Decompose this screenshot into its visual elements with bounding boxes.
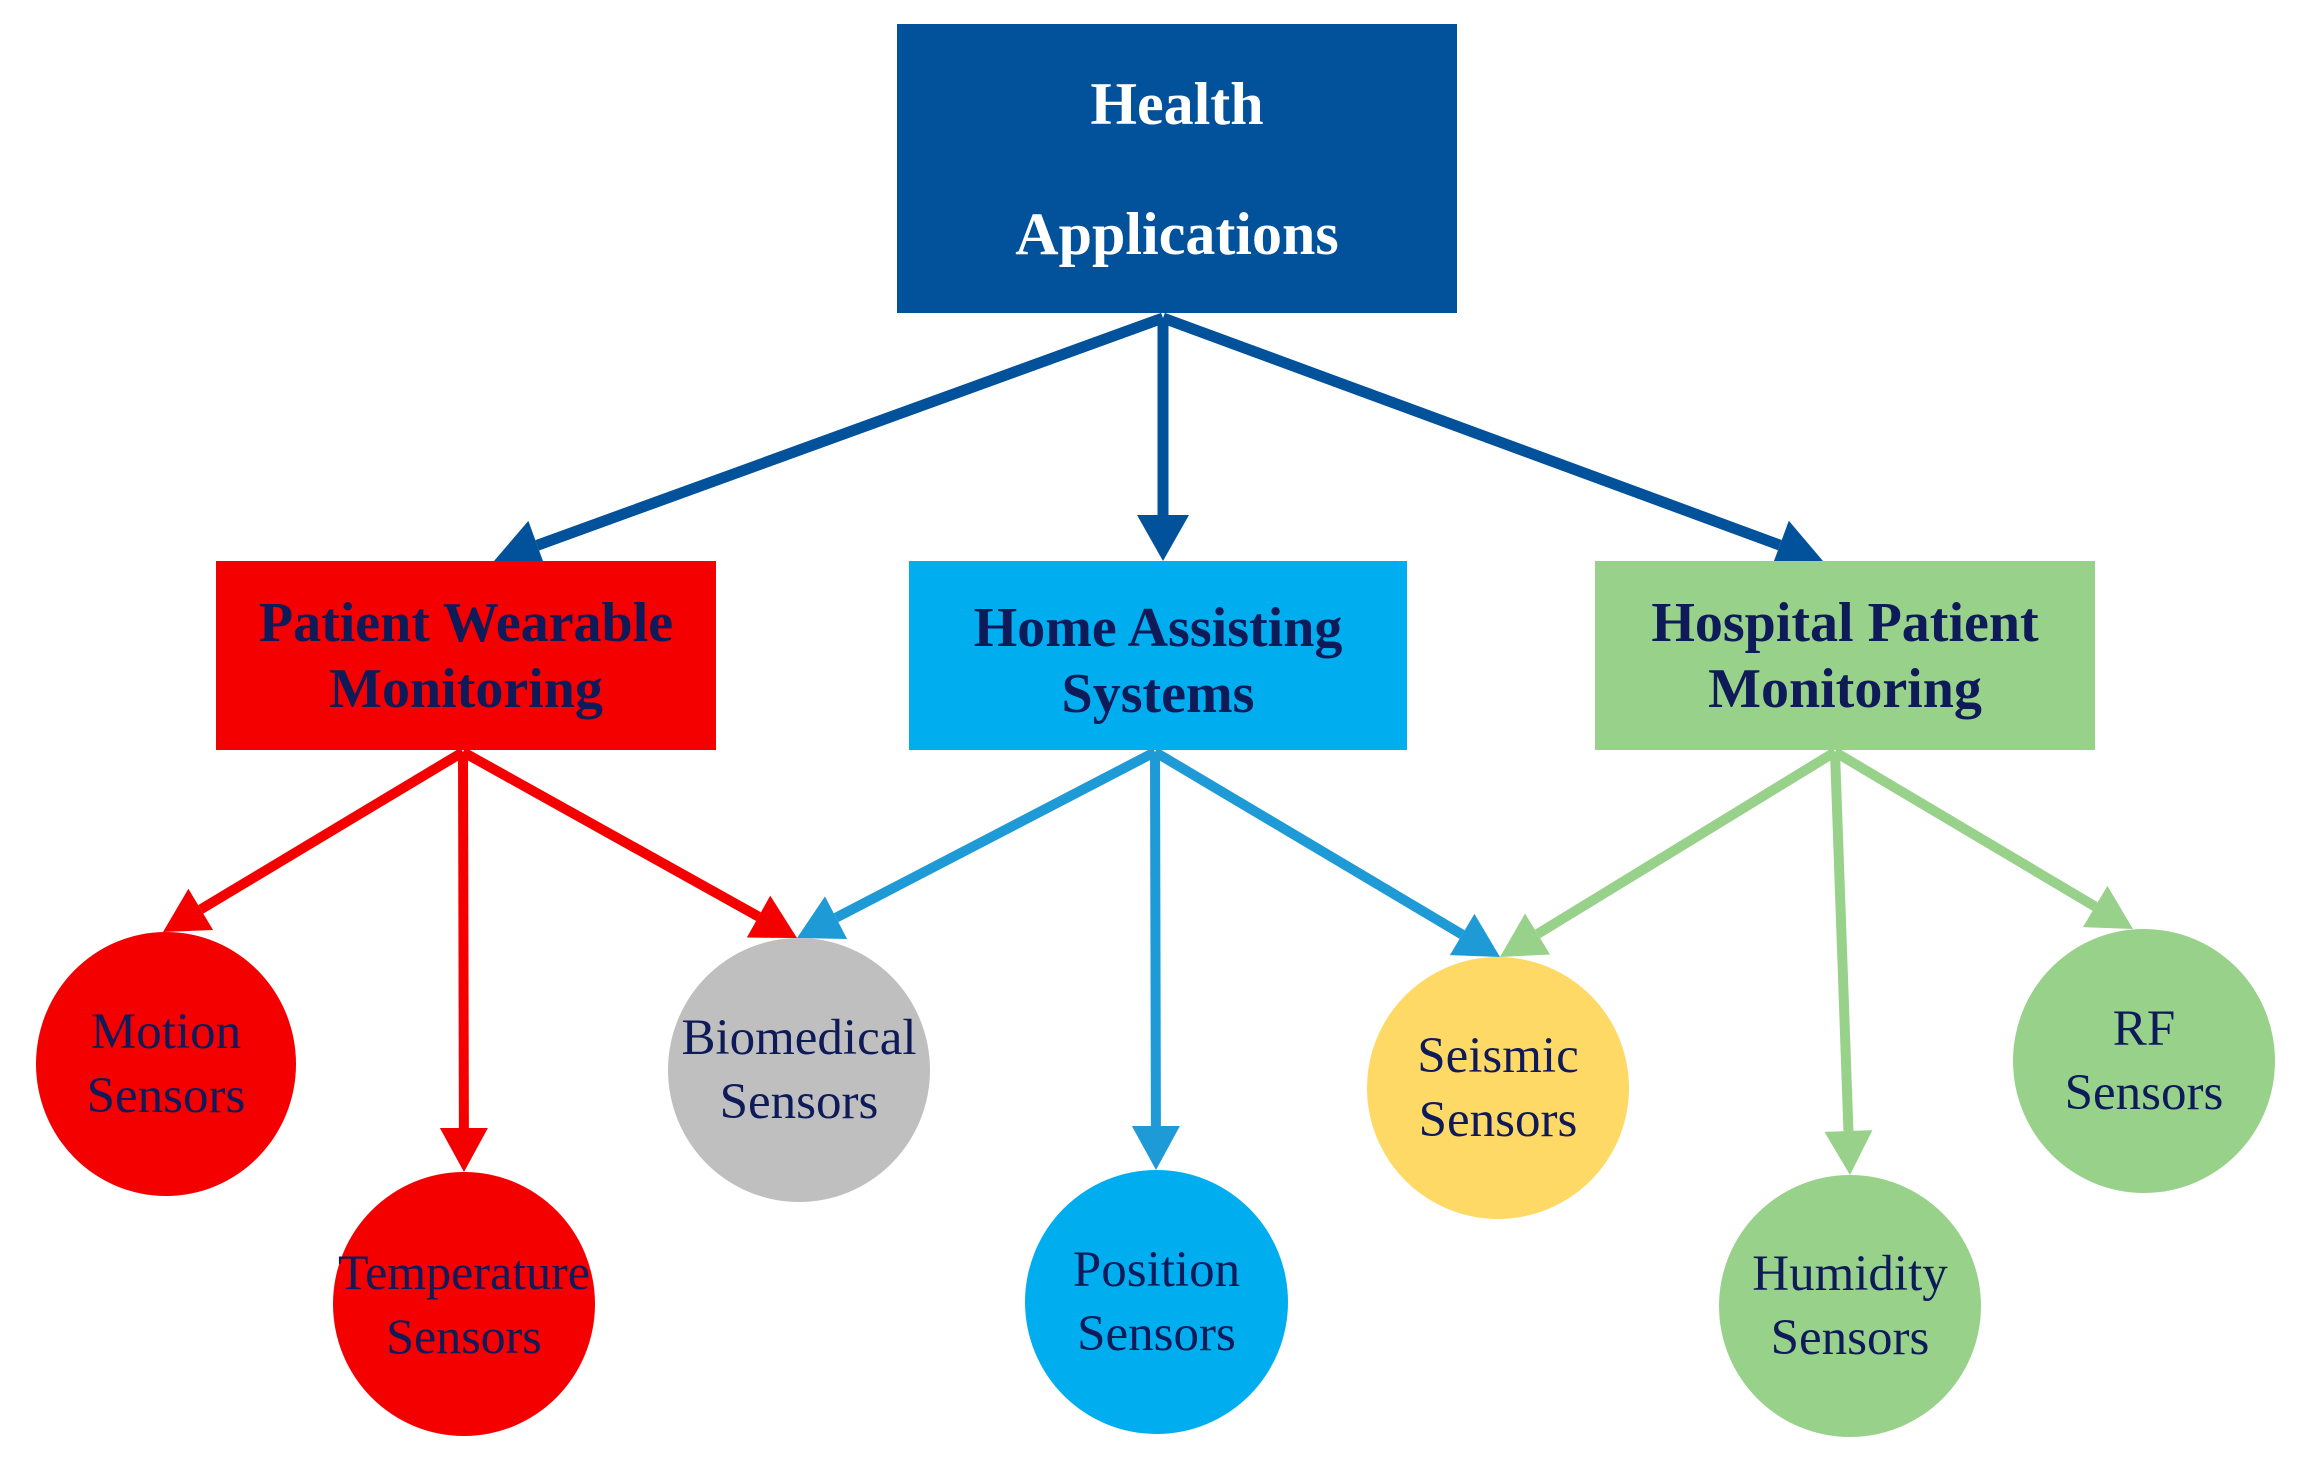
node-label-line: Sensors (719, 1074, 879, 1130)
arrow-hospital-to-humidity (1830, 751, 1854, 1132)
node-label-line: Sensors (86, 1068, 246, 1124)
node-label-line: Position (1072, 1242, 1241, 1298)
node-label-line: Biomedical (681, 1010, 917, 1066)
node-label-line: Monitoring (329, 657, 603, 720)
node-label-line: Hospital Patient (1651, 591, 2039, 654)
node-label-line: RF (2112, 1001, 2176, 1057)
arrowhead-hospital-to-seismic (1500, 913, 1551, 957)
node-label-line: Sensors (386, 1308, 542, 1364)
node-label-line: Sensors (1077, 1306, 1236, 1362)
node-label-line: Health (1090, 70, 1264, 137)
arrowhead-home-to-position (1131, 1125, 1180, 1170)
node-label-line: Sensors (2064, 1065, 2224, 1121)
node-health-applications: Health Applications (897, 24, 1457, 313)
arrow-home-to-biomedical (833, 747, 1158, 923)
arrowhead-wearable-to-biomedical (746, 895, 797, 938)
arrow-home-to-position (1150, 751, 1161, 1127)
node-label-line: Monitoring (1708, 657, 1982, 720)
node-label-line: Patient Wearable (258, 591, 674, 654)
node-label-line: Home Assisting (973, 596, 1343, 659)
node-label-line: Seismic (1417, 1028, 1579, 1084)
arrow-hospital-to-seismic (1534, 747, 1838, 939)
arrow-home-to-seismic (1152, 747, 1465, 939)
arrow-wearable-to-motion (198, 747, 466, 914)
node-hospital-patient-monitoring: Hospital Patient Monitoring (1595, 561, 2095, 750)
arrowhead-home-to-biomedical (797, 896, 848, 940)
node-rf-sensors: RF Sensors (2013, 929, 2275, 1193)
node-seismic-sensors: Seismic Sensors (1367, 957, 1629, 1219)
arrow-root-to-hospital (1161, 312, 1782, 551)
node-biomedical-sensors: Biomedical Sensors (668, 938, 930, 1202)
node-position-sensors: Position Sensors (1025, 1170, 1288, 1434)
arrow-root-to-wearable (535, 312, 1165, 551)
arrow-wearable-to-biomedical (460, 747, 761, 921)
node-motion-sensors: Motion Sensors (36, 932, 296, 1196)
arrowhead-wearable-to-motion (163, 888, 214, 932)
arrowhead-wearable-to-temperature (439, 1127, 488, 1172)
node-label-line: Motion (90, 1004, 242, 1060)
node-home-assisting-systems: Home Assisting Systems (909, 561, 1407, 750)
node-patient-wearable-monitoring: Patient Wearable Monitoring (216, 561, 716, 750)
arrowhead-hospital-to-humidity (1824, 1130, 1873, 1175)
arrow-hospital-to-rf (1832, 747, 2098, 911)
node-label-line: Sensors (1418, 1092, 1578, 1148)
node-label-line: Applications (1015, 200, 1339, 267)
arrowhead-hospital-to-rf (2082, 885, 2133, 929)
node-humidity-sensors: Humidity Sensors (1719, 1175, 1981, 1437)
arrowhead-root-to-home (1137, 515, 1189, 561)
arrowhead-root-to-hospital (1770, 520, 1823, 570)
node-label-line: Humidity (1752, 1246, 1948, 1302)
arrowhead-root-to-wearable (494, 520, 547, 570)
node-label-line: Systems (1061, 662, 1255, 725)
arrowhead-home-to-seismic (1449, 913, 1500, 957)
arrow-wearable-to-temperature (458, 751, 469, 1129)
node-label-line: Sensors (1770, 1310, 1930, 1366)
node-label-line: Temperature (338, 1244, 590, 1300)
node-temperature-sensors: Temperature Sensors (333, 1172, 595, 1436)
